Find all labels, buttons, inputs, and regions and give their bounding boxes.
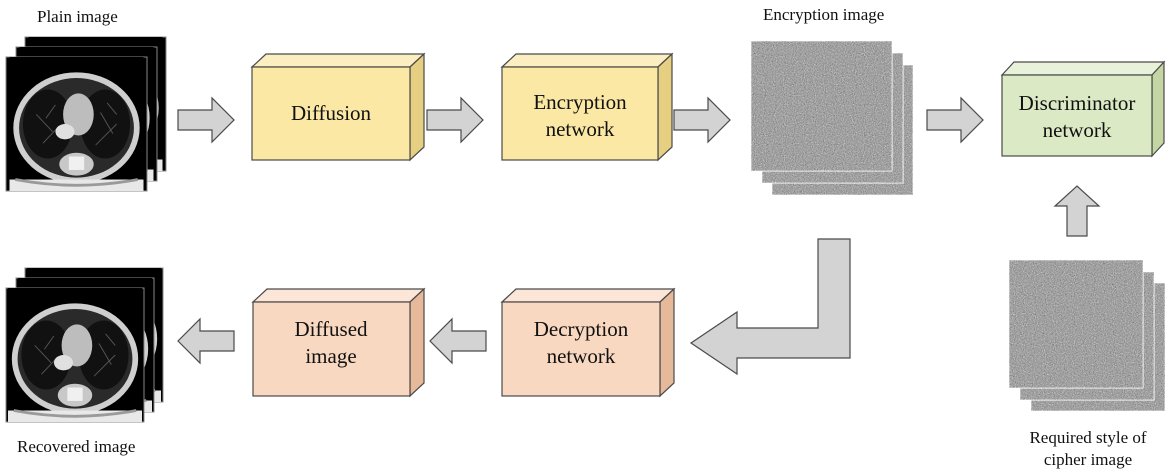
required-style-caption-1: Required style of xyxy=(1029,428,1146,447)
discriminator-network-label-2: network xyxy=(1043,118,1112,142)
diffusion-box: Diffusion xyxy=(250,52,426,162)
noise-image-stack-icon xyxy=(1008,259,1166,412)
discriminator-network-label-1: Discriminator xyxy=(1019,91,1136,115)
plain-image-caption: Plain image xyxy=(37,7,118,26)
ct-scan-stack-icon xyxy=(5,36,167,192)
arrow-required-to-discriminator xyxy=(1053,185,1101,237)
diffusion-label: Diffusion xyxy=(291,101,372,125)
recovered-image-stack xyxy=(5,267,164,423)
encryption-image-stack xyxy=(750,40,914,196)
ct-scan-stack-icon xyxy=(5,267,164,423)
decryption-network-label-2: network xyxy=(547,344,616,368)
encryption-image-caption: Encryption image xyxy=(763,5,884,24)
encryption-network-label-2: network xyxy=(546,117,615,141)
arrow-plain-to-diffusion xyxy=(177,96,235,144)
required-style-caption-2: cipher image xyxy=(1044,450,1132,469)
encryption-network-box: Encryption network xyxy=(500,52,674,162)
discriminator-network-box: Discriminator network xyxy=(1000,60,1166,158)
arrow-decryption-to-diffused xyxy=(429,317,487,365)
plain-image-stack xyxy=(5,36,167,192)
arrow-cipher-to-discriminator xyxy=(926,96,984,144)
diffused-image-label-1: Diffused xyxy=(294,317,368,341)
arrow-diffusion-to-encryption xyxy=(426,96,484,144)
required-style-stack xyxy=(1008,259,1166,412)
diffused-image-label-2: image xyxy=(305,344,356,368)
noise-image-stack-icon xyxy=(750,40,914,196)
arrow-diffused-to-recovered xyxy=(177,317,235,365)
recovered-image-caption: Recovered image xyxy=(17,437,135,456)
arrow-cipher-to-decryption xyxy=(689,238,851,376)
decryption-network-box: Decryption network xyxy=(500,287,676,398)
diffused-image-box: Diffused image xyxy=(251,287,426,398)
decryption-network-label-1: Decryption xyxy=(534,317,629,341)
arrow-encryption-to-cipher xyxy=(673,96,731,144)
encryption-network-label-1: Encryption xyxy=(533,90,627,114)
